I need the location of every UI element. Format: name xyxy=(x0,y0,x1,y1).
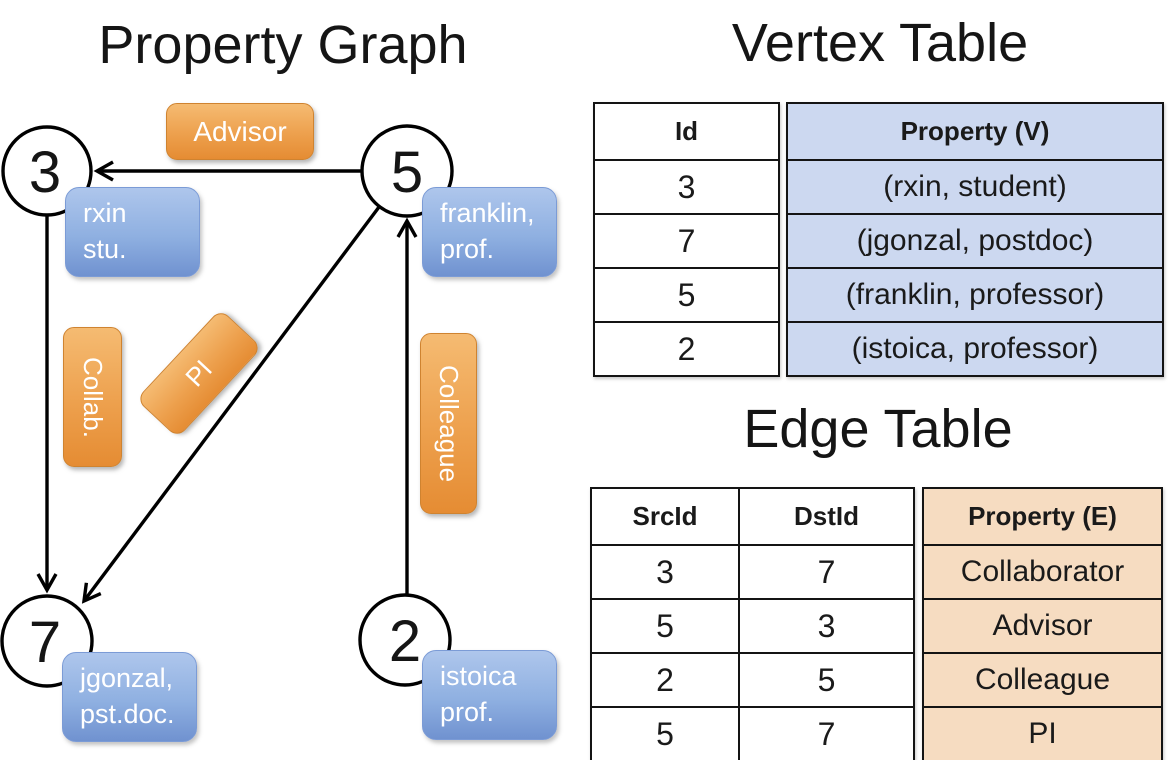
table-cell: 3 xyxy=(740,598,913,652)
table-cell: (istoica, professor) xyxy=(788,321,1162,375)
edge-label-advisor: Advisor xyxy=(166,103,314,160)
table-cell: Collaborator xyxy=(924,544,1161,598)
column-header-property-v: Property (V) xyxy=(900,116,1050,146)
vertex-property-box-5: franklin, prof. xyxy=(422,187,557,277)
vertex-property-line: prof. xyxy=(440,697,495,727)
vertex-id-2: 2 xyxy=(389,609,421,674)
vertex-property-line: pst.doc. xyxy=(80,699,175,729)
vertex-property-line: rxin xyxy=(83,198,127,228)
table-cell: 2 xyxy=(592,652,738,706)
vertex-property-line: stu. xyxy=(83,234,127,264)
column-header-srcid: SrcId xyxy=(632,501,698,531)
edge-arrow-5-to-7 xyxy=(81,205,381,604)
table-cell: 5 xyxy=(740,652,913,706)
table-cell: (rxin, student) xyxy=(788,159,1162,213)
table-cell: 3 xyxy=(592,544,738,598)
property-graph-title: Property Graph xyxy=(98,15,468,75)
table-cell: 5 xyxy=(592,598,738,652)
vertex-table-id-column: Id 3 7 5 2 xyxy=(593,102,780,377)
table-cell: 7 xyxy=(740,706,913,760)
table-cell: Advisor xyxy=(924,598,1161,652)
table-cell: 5 xyxy=(592,706,738,760)
vertex-property-box-7: jgonzal, pst.doc. xyxy=(62,652,197,742)
table-cell: Colleague xyxy=(924,652,1161,706)
table-cell: PI xyxy=(924,706,1161,760)
table-cell: 7 xyxy=(595,213,778,267)
column-header-dstid: DstId xyxy=(794,501,859,531)
edge-label-colleague: Colleague xyxy=(420,333,477,514)
table-cell: 3 xyxy=(595,159,778,213)
vertex-id-3: 3 xyxy=(29,140,61,205)
table-cell: (franklin, professor) xyxy=(788,267,1162,321)
vertex-id-5: 5 xyxy=(391,140,423,205)
edge-table-id-columns: SrcId 3 5 2 5 DstId 7 3 5 7 xyxy=(590,487,915,760)
table-cell: (jgonzal, postdoc) xyxy=(788,213,1162,267)
column-header-property-e: Property (E) xyxy=(968,501,1117,531)
edge-table: SrcId 3 5 2 5 DstId 7 3 5 7 Property (E)… xyxy=(590,487,1163,760)
edge-table-property-column: Property (E) Collaborator Advisor Collea… xyxy=(922,487,1163,760)
vertex-property-line: prof. xyxy=(440,234,495,264)
vertex-id-7: 7 xyxy=(29,610,61,675)
table-cell: 7 xyxy=(740,544,913,598)
vertex-table-title: Vertex Table xyxy=(731,13,1029,73)
edge-label-collab: Collab. xyxy=(63,327,122,467)
table-cell: 5 xyxy=(595,267,778,321)
column-header-id: Id xyxy=(674,116,699,146)
edge-table-title: Edge Table xyxy=(743,399,1013,459)
vertex-property-line: franklin, xyxy=(440,198,535,228)
table-cell: 2 xyxy=(595,321,778,375)
vertex-property-line: istoica xyxy=(440,661,517,691)
vertex-property-line: jgonzal, xyxy=(80,663,174,693)
vertex-table: Id 3 7 5 2 Property (V) (rxin, student) … xyxy=(593,102,1164,377)
vertex-table-property-column: Property (V) (rxin, student) (jgonzal, p… xyxy=(786,102,1164,377)
vertex-property-box-2: istoica prof. xyxy=(422,650,557,740)
vertex-property-box-3: rxin stu. xyxy=(65,187,200,277)
